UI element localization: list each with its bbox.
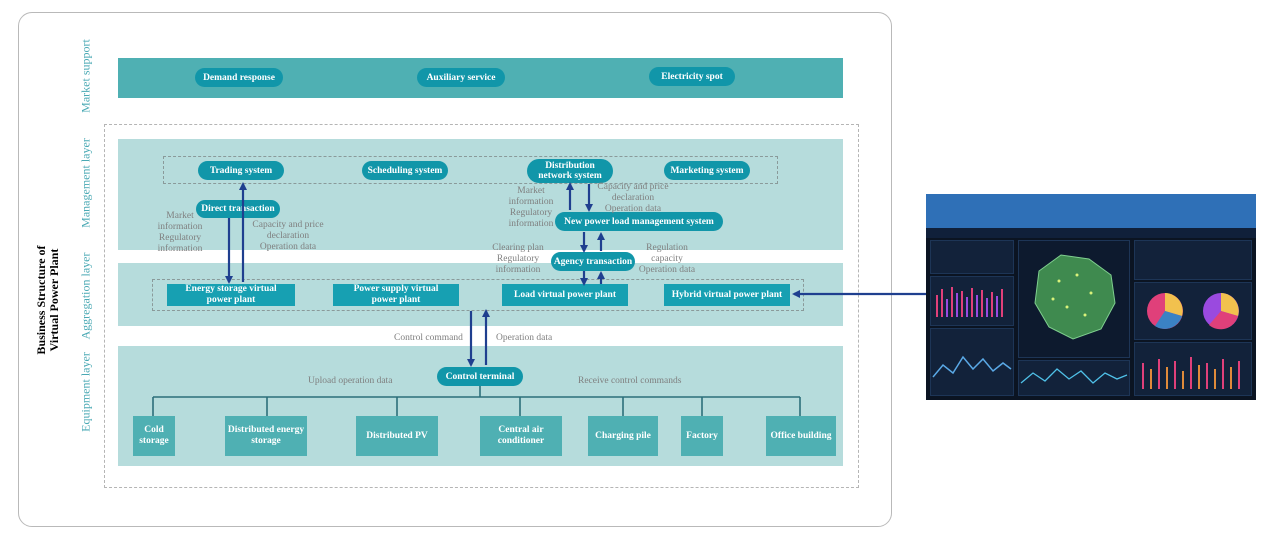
note-receive-control-commands: Receive control commands: [578, 376, 682, 386]
dashboard-widget-left-top: [930, 240, 1014, 274]
note-clearing-plan: Clearing plan Regulatory information: [492, 243, 544, 275]
note-operation-data: Operation data: [496, 333, 553, 343]
trading-system-node: Trading system: [198, 161, 284, 180]
market-item-electricity-spot: Electricity spot: [649, 67, 735, 86]
dashboard-pie-charts: [1134, 282, 1252, 340]
note-capacity-right: Capacity and price declaration Operation…: [597, 182, 669, 214]
dashboard-panel: [926, 194, 1256, 400]
note-control-command: Control command: [394, 333, 463, 343]
distribution-network-system-node: Distribution network system: [527, 159, 613, 183]
device-central-air-conditioner: Central air conditioner: [480, 416, 562, 456]
device-distributed-pv: Distributed PV: [356, 416, 438, 456]
hybrid-vpp-node: Hybrid virtual power plant: [664, 284, 790, 306]
dashboard-widget-left-bottom: [930, 328, 1014, 396]
direct-transaction-node: Direct transaction: [196, 200, 280, 218]
device-distributed-energy-storage: Distributed energy storage: [225, 416, 307, 456]
device-office-building: Office building: [766, 416, 836, 456]
dashboard-map: [1018, 240, 1130, 358]
dashboard-screenshot: [926, 228, 1256, 400]
note-market-info-left: Market information Regulatory informatio…: [157, 211, 203, 254]
device-factory: Factory: [681, 416, 723, 456]
device-charging-pile: Charging pile: [588, 416, 658, 456]
power-supply-vpp-node: Power supply virtual power plant: [333, 284, 459, 306]
load-vpp-node: Load virtual power plant: [502, 284, 628, 306]
dashboard-widget-right-bottom: [1134, 342, 1252, 396]
dashboard-widget-left-mid: [930, 276, 1014, 326]
virtual-power-plant-region: [104, 124, 859, 488]
equipment-tree: [152, 386, 801, 416]
scheduling-system-node: Scheduling system: [362, 161, 448, 180]
device-cold-storage: Cold storage: [133, 416, 175, 456]
dashboard-widget-right-top: [1134, 240, 1252, 280]
management-layer-band: [118, 139, 843, 250]
agency-transaction-node: Agency transaction: [551, 252, 635, 271]
market-item-auxiliary-service: Auxiliary service: [417, 68, 505, 87]
energy-storage-vpp-node: Energy storage virtual power plant: [167, 284, 295, 306]
marketing-system-node: Marketing system: [664, 161, 750, 180]
note-regulation-capacity: Regulation capacity Operation data: [638, 243, 696, 275]
diagram-frame: [18, 12, 892, 527]
dashboard-bar-chart: [936, 287, 1003, 317]
note-capacity-left: Capacity and price declaration Operation…: [252, 220, 324, 252]
control-terminal-node: Control terminal: [437, 367, 523, 386]
note-upload-operation-data: Upload operation data: [308, 376, 393, 386]
market-item-demand-response: Demand response: [195, 68, 283, 87]
systems-group: [163, 156, 778, 184]
dashboard-widget-center-bottom: [1018, 360, 1130, 396]
note-market-info-right: Market information Regulatory informatio…: [508, 186, 554, 229]
dashboard-header: [926, 194, 1256, 228]
new-power-load-management-node: New power load management system: [555, 212, 723, 231]
